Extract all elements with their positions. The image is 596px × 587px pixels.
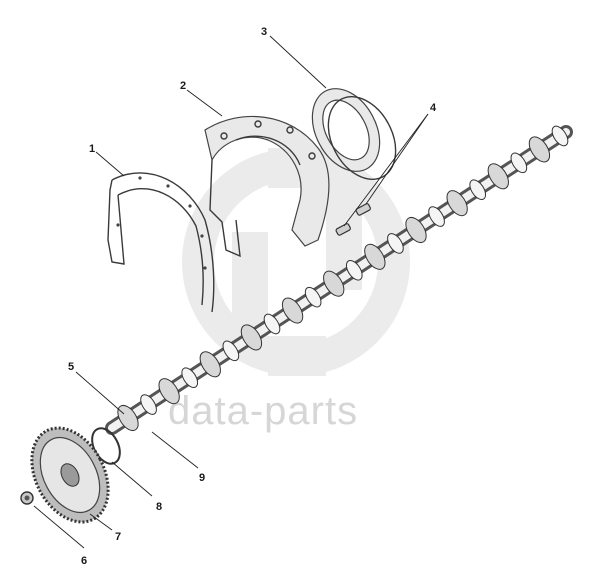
camshaft-lobe <box>117 404 139 432</box>
camshaft-lobe <box>405 216 427 244</box>
callout-4: 4 <box>430 102 437 114</box>
part-1-gasket <box>107 172 215 313</box>
camshaft-lobe <box>446 190 468 217</box>
leader-9 <box>151 431 199 469</box>
callout-6: 6 <box>81 555 87 567</box>
camshaft-lobe <box>158 378 180 405</box>
callout-1: 1 <box>89 143 95 155</box>
callout-5: 5 <box>68 361 74 373</box>
leader-7 <box>89 513 113 531</box>
camshaft-lobe <box>528 136 551 163</box>
leader-1 <box>95 151 125 177</box>
callout-9: 9 <box>199 472 205 484</box>
leader-8 <box>111 461 153 497</box>
camshaft-lobe <box>304 286 322 308</box>
camshaft-lobe <box>140 394 157 415</box>
camshaft-lobe <box>487 163 509 190</box>
leader-3 <box>269 35 327 89</box>
camshaft-lobe <box>364 243 386 270</box>
part-4-pins <box>335 203 371 236</box>
camshaft-lobe <box>263 313 281 335</box>
camshaft-lobe <box>551 125 569 147</box>
leader-6 <box>33 505 85 549</box>
leader-lines <box>33 35 429 549</box>
part-2-housing-cover <box>204 115 330 258</box>
camshaft-lobe <box>469 179 487 201</box>
leader-2 <box>186 89 223 117</box>
watermark-logo <box>182 148 410 376</box>
camshaft-lobe <box>510 152 528 174</box>
camshaft-lobe <box>199 351 221 378</box>
leader-4a <box>365 113 429 205</box>
callout-3: 3 <box>261 26 267 38</box>
part-7-gear <box>30 426 110 524</box>
leader-4b <box>343 113 429 227</box>
camshaft-lobe <box>387 233 404 254</box>
callout-8: 8 <box>156 501 162 513</box>
camshaft-lobe <box>428 206 445 227</box>
camshaft-lobe <box>345 259 363 281</box>
camshaft-lobe <box>281 297 304 324</box>
callout-2: 2 <box>180 80 186 92</box>
callout-7: 7 <box>115 531 121 543</box>
camshaft-lobe <box>323 270 345 297</box>
watermark-text: data-parts <box>168 389 358 433</box>
camshaft-lobe <box>240 324 263 351</box>
camshaft-lobe <box>222 340 240 362</box>
leader-5 <box>75 371 125 415</box>
part-9-camshaft <box>105 125 573 435</box>
part-6-bolt <box>20 491 34 505</box>
part-3-seal-ring <box>311 88 397 181</box>
camshaft-lobe <box>181 367 199 389</box>
